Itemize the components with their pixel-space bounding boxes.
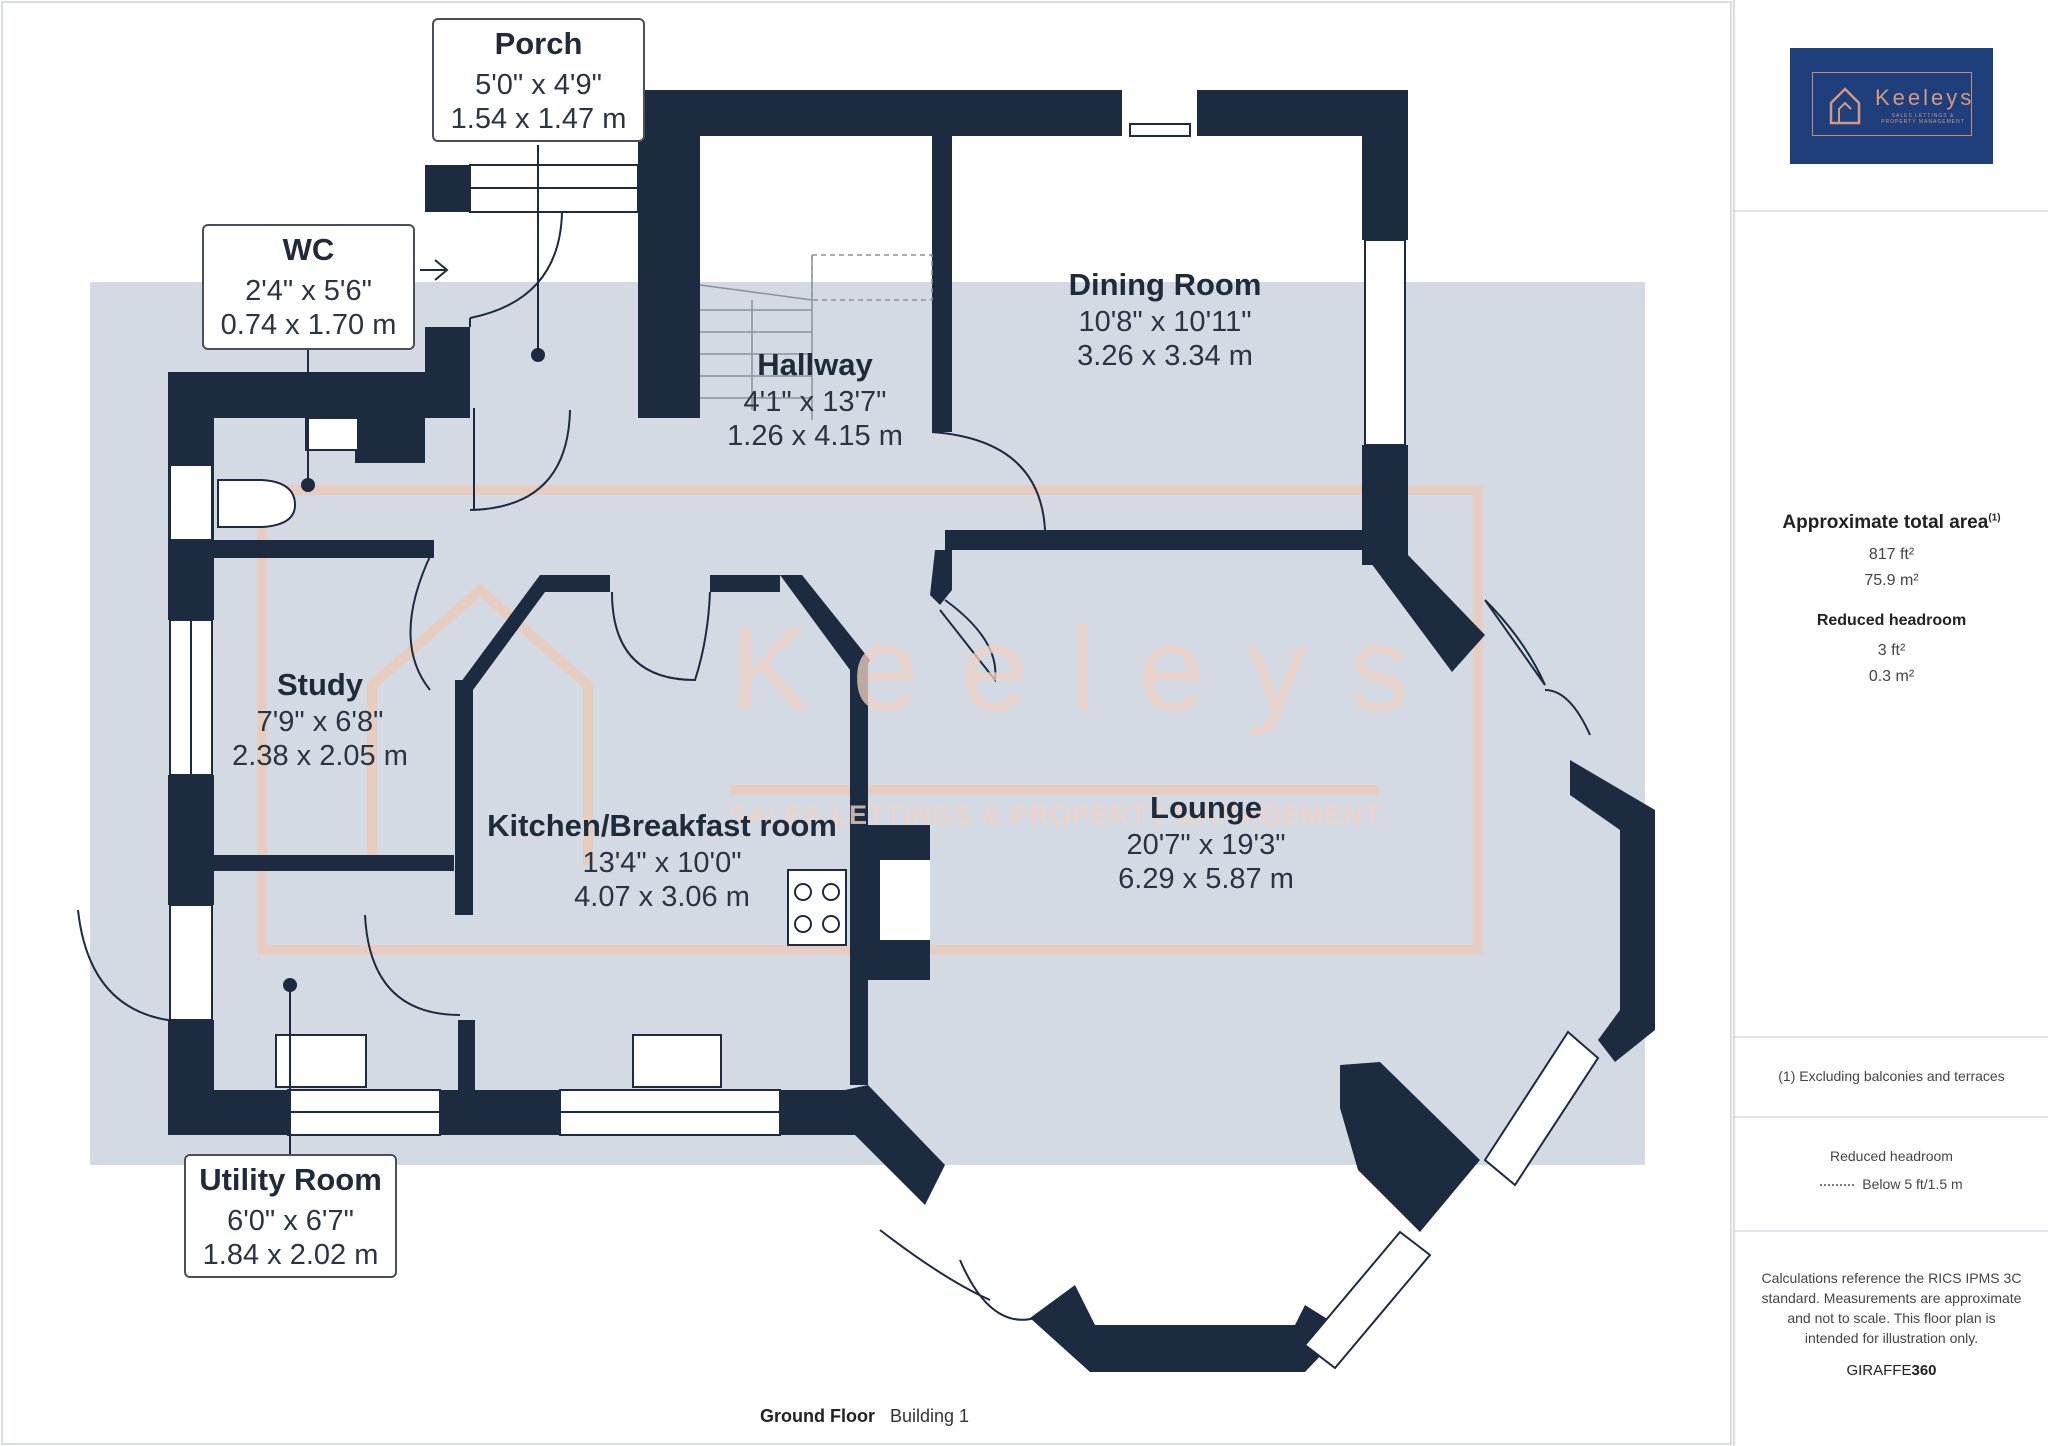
stairs bbox=[699, 254, 933, 420]
approx-area-footnote-mark: (1) bbox=[1988, 512, 2001, 524]
brand-number: 360 bbox=[1911, 1362, 1937, 1379]
utility-metric: 1.84 x 2.02 m bbox=[202, 1239, 379, 1271]
porch-imperial: 5'0" x 4'9" bbox=[475, 69, 602, 101]
wc-imperial: 2'4" x 5'6" bbox=[245, 275, 372, 307]
reduced-headroom-title: Reduced headroom bbox=[1816, 612, 1967, 629]
wc-name: WC bbox=[282, 232, 335, 267]
keeleys-logo: Keeleys SALES LETTINGS & PROPERTY MANAGE… bbox=[1790, 48, 1993, 164]
approx-area-ft: 817 ft² bbox=[1868, 546, 1915, 563]
footnote-text: (1) Excluding balconies and terraces bbox=[1778, 1068, 2005, 1084]
house-logo-icon bbox=[1829, 87, 1861, 125]
utility-name: Utility Room bbox=[199, 1162, 382, 1197]
logo-section: Keeleys SALES LETTINGS & PROPERTY MANAGE… bbox=[1735, 0, 2048, 212]
dining-room-label: Dining Room 10'8" x 10'11" 3.26 x 3.34 m bbox=[1069, 265, 1262, 373]
kitchen-metric: 4.07 x 3.06 m bbox=[574, 881, 750, 913]
dining-room-imperial: 10'8" x 10'11" bbox=[1078, 306, 1252, 338]
kitchen-label: Kitchen/Breakfast room 13'4" x 10'0" 4.0… bbox=[487, 806, 837, 914]
lounge-metric: 6.29 x 5.87 m bbox=[1118, 863, 1294, 895]
reduced-headroom-m: 0.3 m² bbox=[1868, 668, 1915, 685]
dotted-line-icon bbox=[1820, 1184, 1855, 1187]
disclaimer-section: Calculations reference the RICS IPMS 3C … bbox=[1735, 1232, 2048, 1446]
doors bbox=[77, 211, 1591, 1321]
porch-name: Porch bbox=[494, 26, 583, 61]
kitchen-imperial: 13'4" x 10'0" bbox=[582, 847, 742, 879]
floor-plan-drawing bbox=[1, 1, 1732, 1445]
hallway-label: Hallway 4'1" x 13'7" 1.26 x 4.15 m bbox=[727, 345, 903, 453]
area-section: Approximate total area(1) 817 ft² 75.9 m… bbox=[1735, 212, 2048, 1038]
floor-name: Ground Floor bbox=[760, 1406, 875, 1426]
dining-room-name: Dining Room bbox=[1068, 267, 1262, 302]
wc-label: WC 2'4" x 5'6" 0.74 x 1.70 m bbox=[202, 224, 415, 350]
brand-mark: GIRAFFE360 bbox=[1735, 1362, 2048, 1379]
watermark-subtext: SALES LETTINGS & PROPERTY MANAGEMENT bbox=[728, 800, 1382, 830]
utility-imperial: 6'0" x 6'7" bbox=[227, 1205, 354, 1237]
hallway-metric: 1.26 x 4.15 m bbox=[727, 420, 903, 452]
dining-room-metric: 3.26 x 3.34 m bbox=[1077, 340, 1253, 372]
disclaimer-text: Calculations reference the RICS IPMS 3C … bbox=[1761, 1270, 2022, 1346]
porch-metric: 1.54 x 1.47 m bbox=[450, 103, 627, 135]
legend-title: Reduced headroom bbox=[1830, 1148, 1953, 1164]
study-name: Study bbox=[276, 667, 364, 702]
watermark-text: Keeleys bbox=[730, 602, 1451, 736]
reduced-headroom-ft: 3 ft² bbox=[1877, 642, 1906, 659]
wc-metric: 0.74 x 1.70 m bbox=[220, 309, 397, 341]
label-leaders bbox=[283, 145, 545, 1155]
utility-label: Utility Room 6'0" x 6'7" 1.84 x 2.02 m bbox=[184, 1154, 397, 1278]
hallway-name: Hallway bbox=[757, 347, 873, 382]
logo-brand-text: Keeleys bbox=[1875, 85, 1975, 110]
legend-section: Reduced headroom Below 5 ft/1.5 m bbox=[1735, 1118, 2048, 1232]
building-name: Building 1 bbox=[890, 1406, 970, 1426]
kitchen-name: Kitchen/Breakfast room bbox=[487, 808, 837, 843]
study-metric: 2.38 x 2.05 m bbox=[232, 740, 408, 772]
lounge-imperial: 20'7" x 19'3" bbox=[1126, 829, 1286, 861]
lounge-name: Lounge bbox=[1150, 790, 1262, 825]
legend-item: Below 5 ft/1.5 m bbox=[1735, 1176, 2048, 1192]
windows bbox=[169, 164, 1600, 1370]
brand-text: GIRAFFE bbox=[1846, 1362, 1912, 1379]
study-label: Study 7'9" x 6'8" 2.38 x 2.05 m bbox=[232, 665, 408, 773]
approx-area-title: Approximate total area(1) bbox=[1735, 512, 2048, 534]
info-sidebar: Keeleys SALES LETTINGS & PROPERTY MANAGE… bbox=[1733, 0, 2048, 1446]
study-imperial: 7'9" x 6'8" bbox=[256, 706, 384, 738]
logo-frame: Keeleys SALES LETTINGS & PROPERTY MANAGE… bbox=[1812, 72, 1972, 136]
hallway-imperial: 4'1" x 13'7" bbox=[743, 386, 887, 418]
legend-text: Below 5 ft/1.5 m bbox=[1862, 1176, 1963, 1192]
approx-area-title-text: Approximate total area bbox=[1782, 512, 1989, 533]
footnote-section: (1) Excluding balconies and terraces bbox=[1735, 1038, 2048, 1118]
porch-label: Porch 5'0" x 4'9" 1.54 x 1.47 m bbox=[432, 18, 645, 142]
floor-caption: Ground Floor Building 1 bbox=[760, 1406, 969, 1427]
logo-tagline: SALES LETTINGS & PROPERTY MANAGEMENT bbox=[1881, 113, 1965, 125]
lounge-label: Lounge 20'7" x 19'3" 6.29 x 5.87 m bbox=[1118, 788, 1294, 896]
approx-area-m: 75.9 m² bbox=[1864, 572, 1919, 589]
